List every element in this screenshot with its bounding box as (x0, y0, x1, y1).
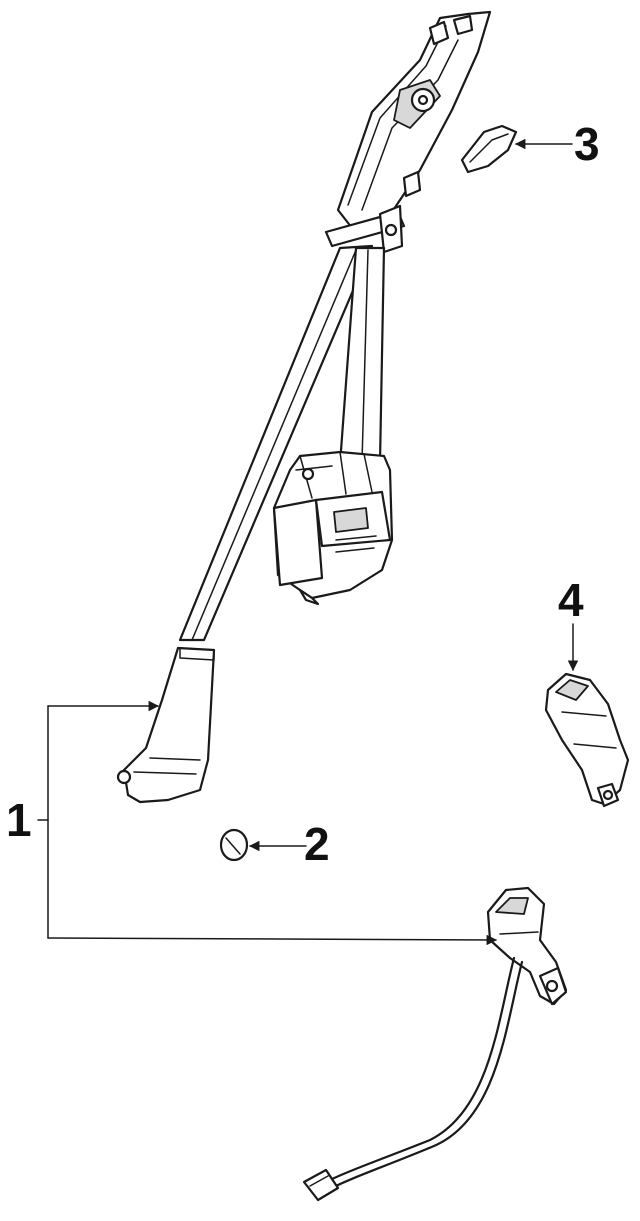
callout-1: 1 (6, 794, 32, 846)
leader-lines (37, 138, 579, 946)
trim-cover-part-3 (460, 124, 518, 174)
upper-anchor-adjuster (324, 10, 492, 254)
leader-1-lower-arrow (47, 934, 498, 946)
callout-3: 3 (574, 118, 600, 170)
lower-buckle-with-harness (302, 886, 568, 1202)
callout-4: 4 (558, 574, 584, 626)
belt-webbing (178, 244, 386, 642)
callout-2: 2 (304, 818, 330, 870)
buckle-part-4 (544, 672, 630, 808)
cap-part-2 (219, 828, 249, 862)
retractor (272, 450, 394, 606)
lower-belt-anchor (116, 646, 216, 804)
